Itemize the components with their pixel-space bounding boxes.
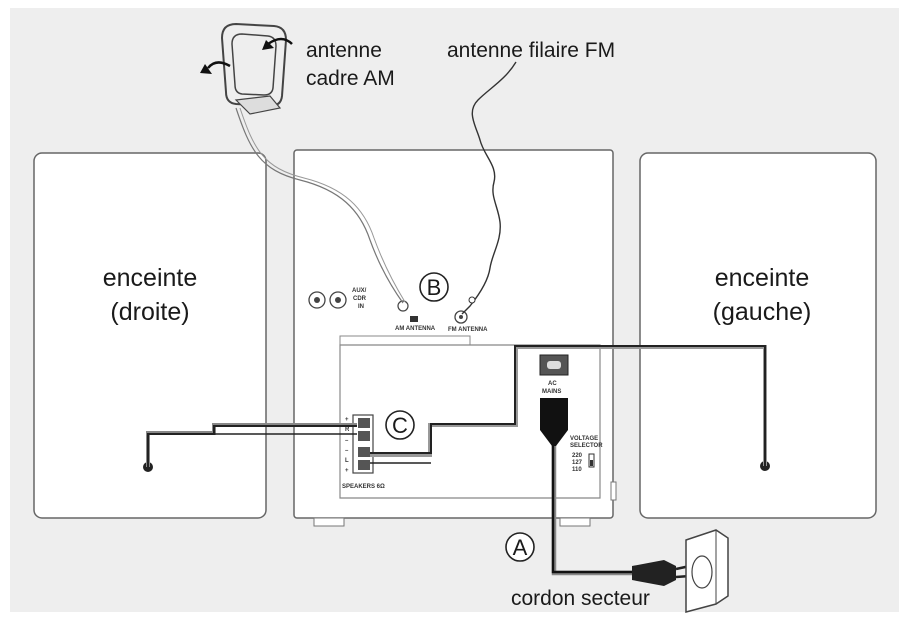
aux-label-line3: IN [358,304,364,310]
speaker-terminal-block [352,414,374,474]
aux-label-line1: AUX/ [352,288,367,294]
am-antenna-label-line1: antenne [306,39,382,62]
wall-outlet-icon [685,529,729,613]
marker-c-letter: C [392,413,408,438]
terminal-label-plus-r: + [345,417,349,423]
am-rotate-arrow-right [267,37,293,46]
speaker-left-cable [370,345,766,466]
terminal-plus-r [358,418,370,428]
am-antenna-cable-2 [239,107,406,303]
am-loop-antenna-icon [200,22,293,115]
terminal-label-plus-l: + [345,468,349,474]
am-antenna-connector-icon [397,300,409,312]
speaker-right-box [33,152,267,519]
power-plug-unit-icon [540,398,568,446]
wall-plug-icon [632,560,676,586]
main-unit-foot-left [313,517,345,527]
terminal-minus-r [358,431,370,441]
rear-inset-panel [339,344,601,499]
am-antenna-label-line2: cadre AM [306,67,395,90]
speakers-label: SPEAKERS 6Ω [342,484,385,490]
marker-b-letter: B [427,275,442,300]
voltage-option-220: 220 [572,453,583,459]
rear-inset-panel-top-notch [339,335,471,345]
ac-mains-label-line1: AC [548,381,557,387]
power-cord-label: cordon secteur [511,587,650,610]
speaker-right-label-line1: enceinte [103,264,198,292]
terminal-label-l: L [345,458,349,464]
terminal-label-minus-r: – [345,438,349,444]
aux-jack-left-inner [314,297,320,303]
am-loop-outer [220,22,288,108]
voltage-selector-knob [590,460,593,466]
speaker-left-label-line2: (gauche) [713,298,812,326]
fm-antenna-jack-label: FM ANTENNA [448,327,488,333]
voltage-selector-label-line1: VOLTAGE [570,436,598,442]
terminal-label-minus-l: – [345,448,349,454]
ac-mains-label-line2: MAINS [542,389,561,395]
wall-outlet-socket [691,555,713,589]
fm-antenna-label: antenne filaire FM [447,39,615,62]
terminal-label-r: R [345,427,350,433]
am-rotate-arrow-right-head [262,40,274,50]
speaker-left-label-line1: enceinte [715,264,810,292]
aux-label-line2: CDR [353,296,367,302]
aux-jack-right-inner [335,297,341,303]
fm-antenna-plug-icon [468,296,476,304]
am-loop-base [234,95,282,115]
power-cord [551,440,640,574]
am-rotate-arrow-left-head [200,64,212,74]
marker-a-circle [505,532,535,562]
speaker-right-label-line2: (droite) [110,298,189,326]
voltage-selector-label-line2: SELECTOR [570,443,603,449]
fm-antenna-jack-inner [459,315,463,319]
main-unit-foot-right [559,517,591,527]
marker-b-circle [419,272,449,302]
am-antenna-cable [235,107,404,304]
am-antenna-jack-icon [410,316,418,322]
main-unit-side-tab [610,481,617,501]
ac-mains-socket-slot [547,361,561,369]
fm-antenna-wire [461,61,517,315]
marker-a-letter: A [513,535,528,560]
marker-c-circle [385,410,415,440]
voltage-option-110: 110 [572,467,582,473]
speaker-left-box [639,152,877,519]
terminal-minus-l [358,447,370,457]
terminal-plus-l [358,460,370,470]
am-antenna-jack-label: AM ANTENNA [395,326,436,332]
am-rotate-arrow-left [207,61,231,69]
voltage-option-127: 127 [572,460,583,466]
am-loop-inner [231,33,277,96]
